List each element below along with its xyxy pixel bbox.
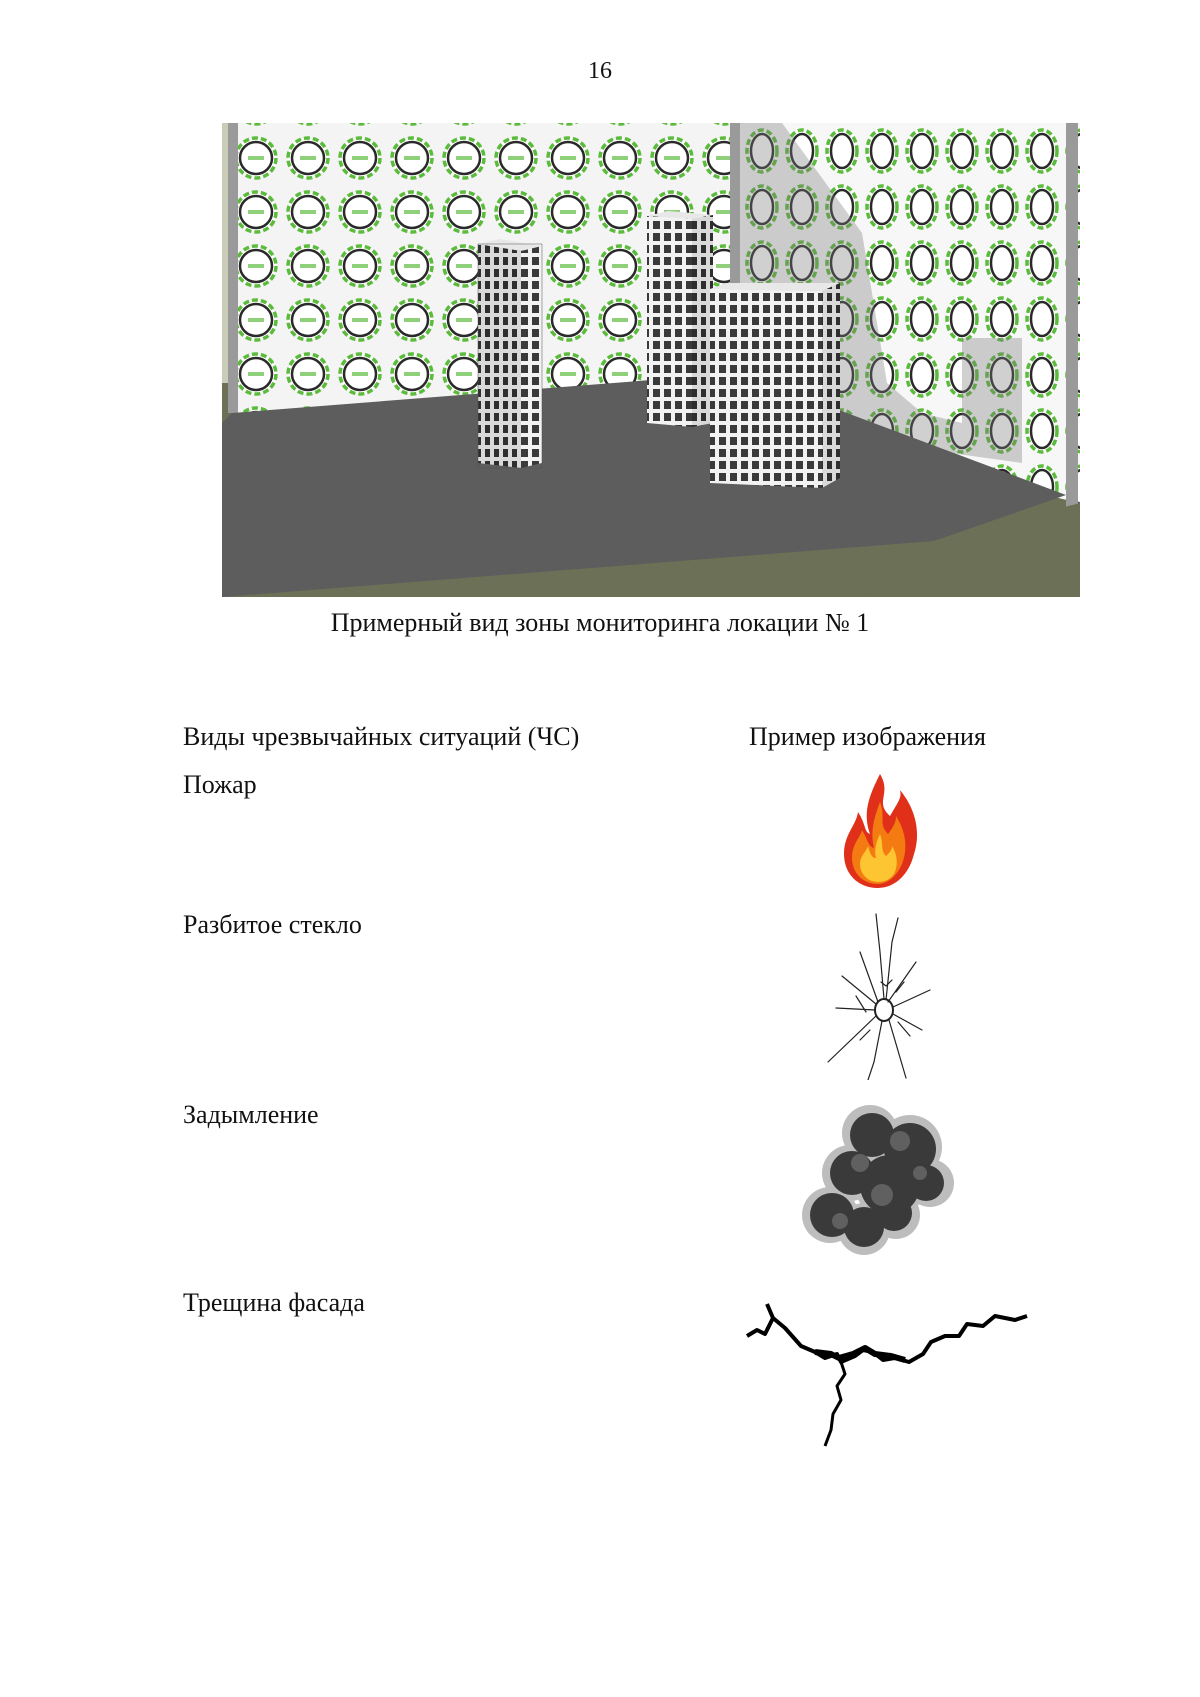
row-label-broken-glass: Разбитое стекло (183, 910, 362, 939)
smoke-icon (802, 1105, 954, 1255)
column-header-types: Виды чрезвычайных ситуаций (ЧС) (183, 722, 580, 751)
row-label-smoke: Задымление (183, 1100, 319, 1129)
broken-glass-icon (827, 913, 931, 1080)
figure-caption: Примерный вид зоны мониторинга локации №… (330, 608, 870, 637)
row-label-fire: Пожар (183, 770, 257, 799)
fire-icon (844, 774, 918, 888)
monitoring-zone-illustration (222, 123, 1080, 597)
row-label-crack: Трещина фасада (183, 1288, 365, 1317)
page-number: 16 (588, 58, 612, 84)
crack-icon (745, 1303, 1028, 1447)
column-header-example: Пример изображения (749, 722, 986, 751)
